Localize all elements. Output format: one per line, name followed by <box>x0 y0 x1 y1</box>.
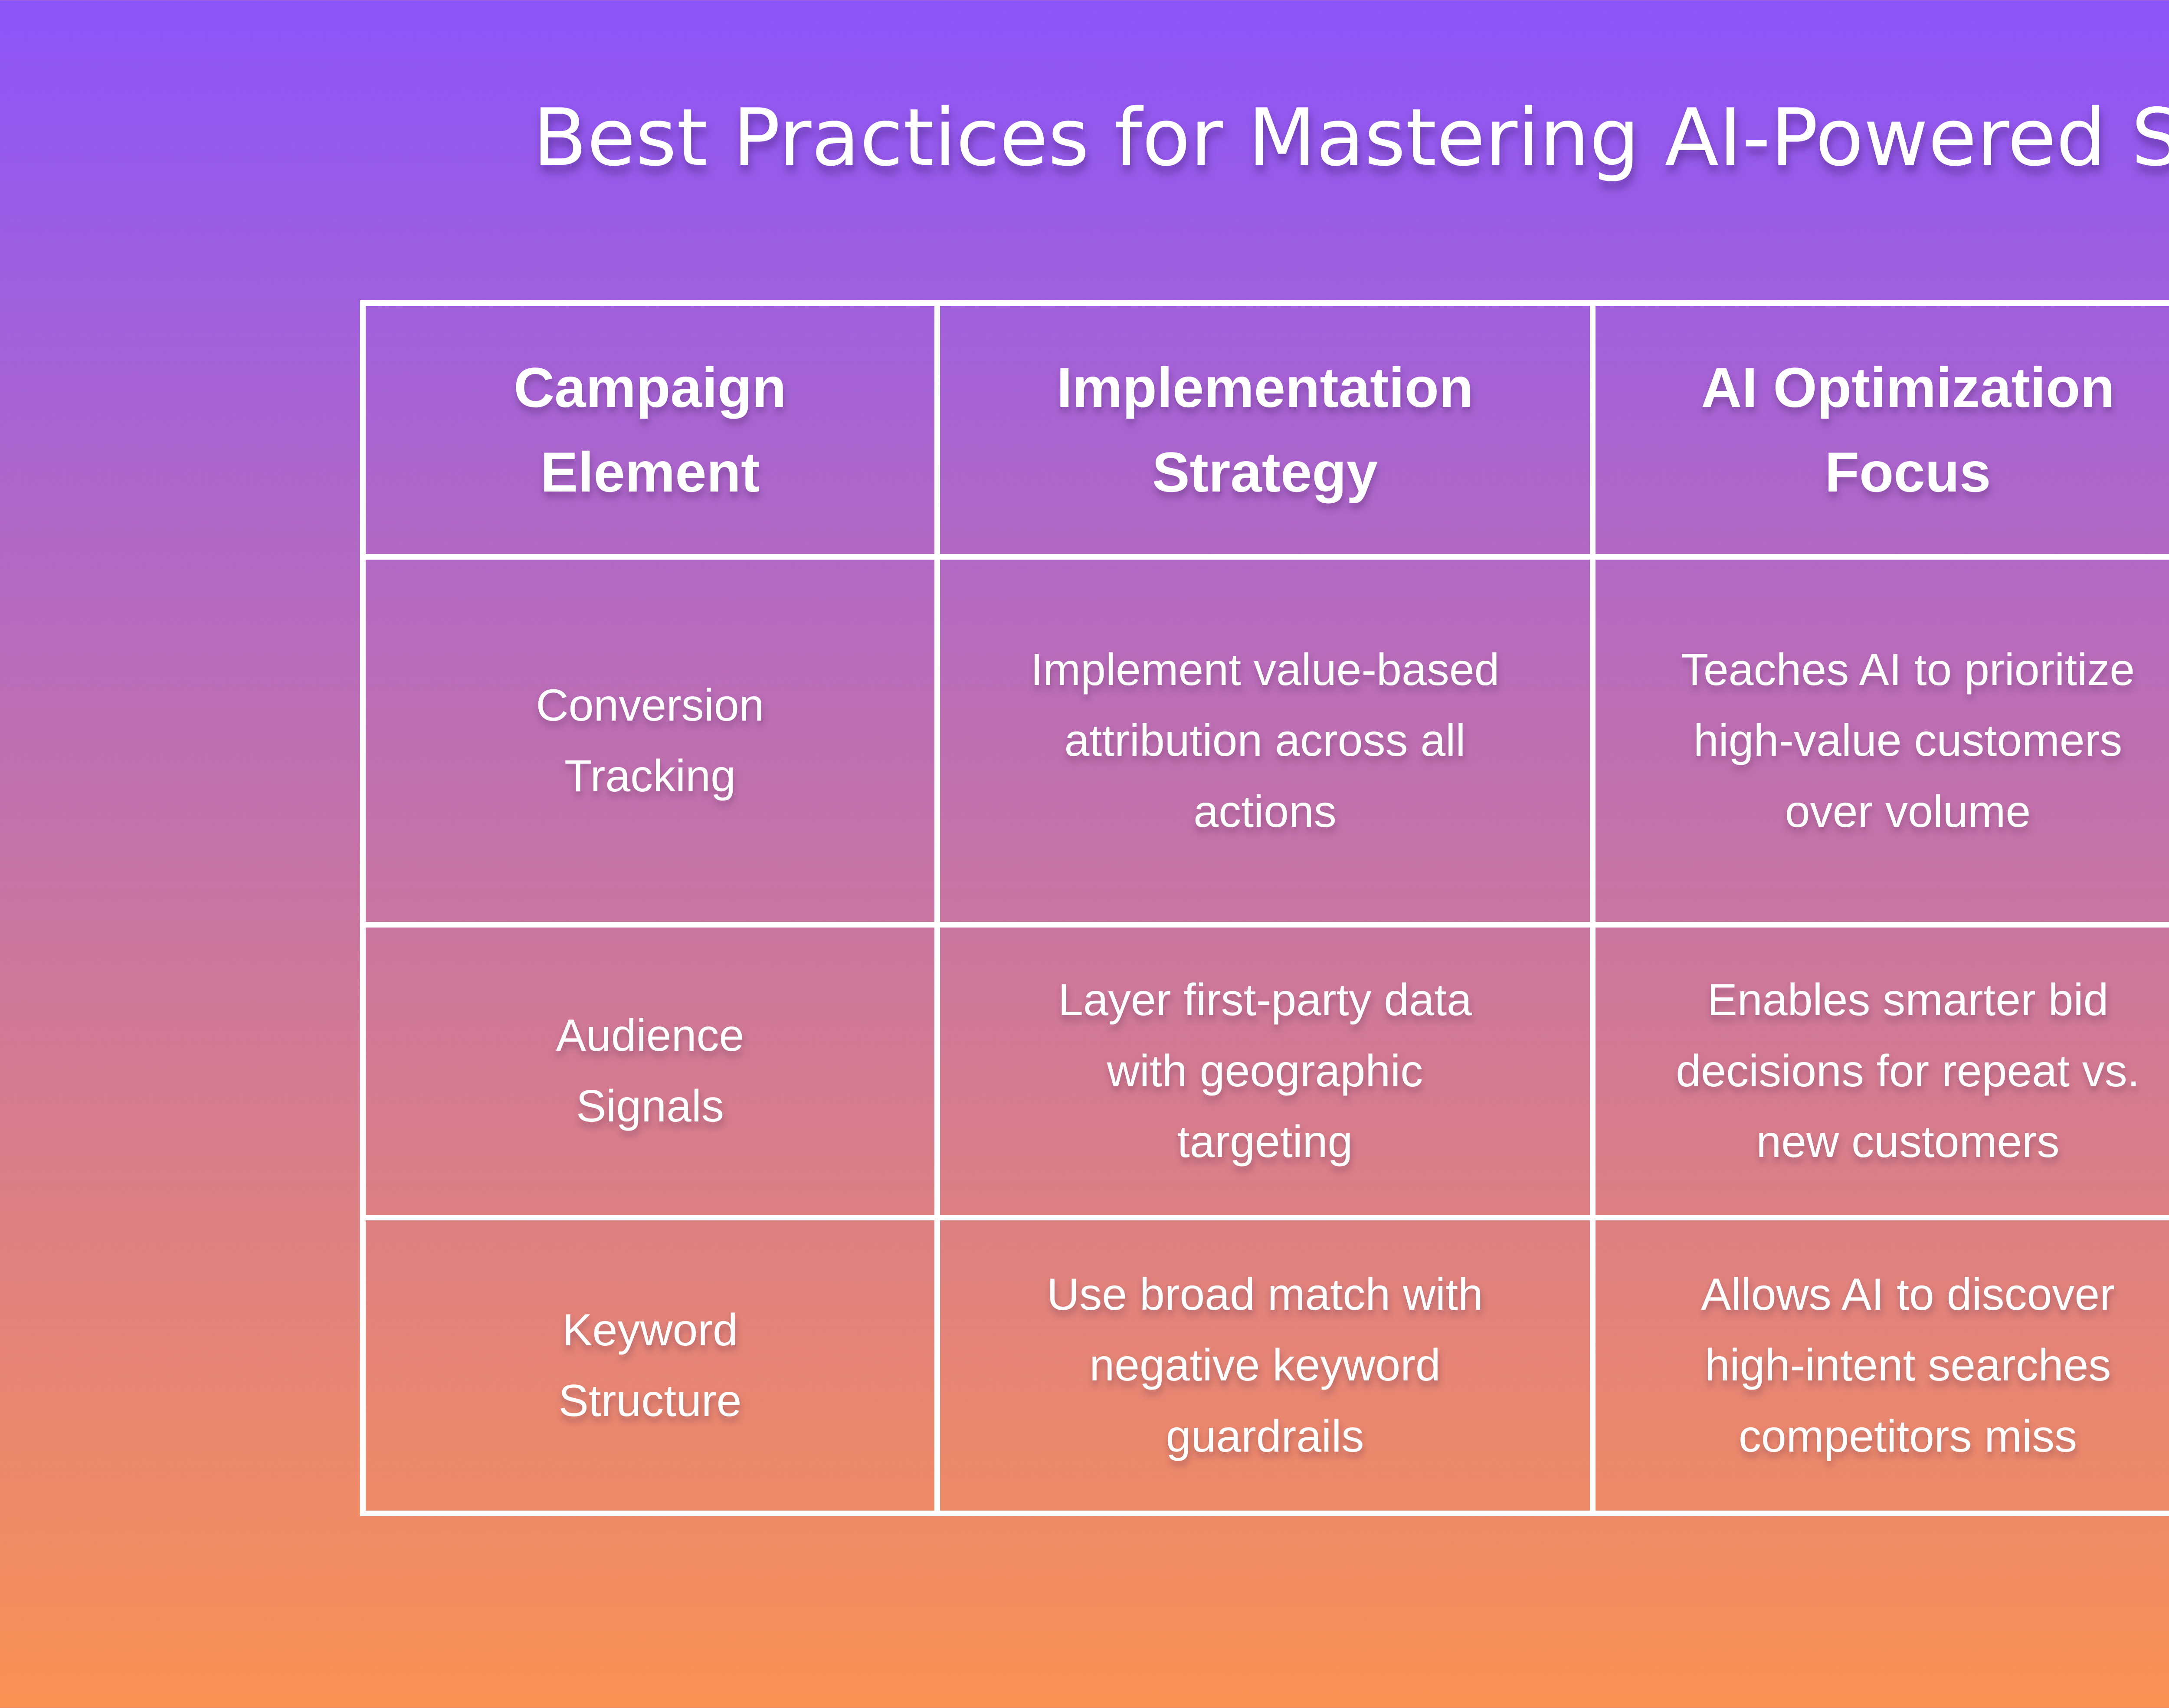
table-header-row: Campaign Element Implementation Strategy… <box>360 300 2169 560</box>
cell-row3-ai-optimization-focus: Allows AI to discover high-intent search… <box>1590 1215 2169 1517</box>
cell-row2-campaign-element: Audience Signals <box>360 922 940 1221</box>
column-header-campaign-element: Campaign Element <box>360 300 940 560</box>
column-header-ai-optimization-focus: AI Optimization Focus <box>1590 300 2169 560</box>
cell-row1-campaign-element: Conversion Tracking <box>360 554 940 928</box>
cell-row3-implementation-strategy: Use broad match with negative keyword gu… <box>934 1215 1596 1517</box>
table-row-keyword-structure: Keyword Structure Use broad match with n… <box>360 1215 2169 1517</box>
cell-row2-implementation-strategy: Layer first-party data with geographic t… <box>934 922 1596 1221</box>
page-title: Best Practices for Mastering AI-Powered … <box>533 92 2169 184</box>
best-practices-table: Campaign Element Implementation Strategy… <box>360 300 2169 1517</box>
table-row-audience-signals: Audience Signals Layer first-party data … <box>360 922 2169 1221</box>
table-row-conversion-tracking: Conversion Tracking Implement value-base… <box>360 554 2169 928</box>
slide-content: Best Practices for Mastering AI-Powered … <box>360 0 2169 1517</box>
cell-row2-ai-optimization-focus: Enables smarter bid decisions for repeat… <box>1590 922 2169 1221</box>
cell-row1-implementation-strategy: Implement value-based attribution across… <box>934 554 1596 928</box>
cell-row3-campaign-element: Keyword Structure <box>360 1215 940 1517</box>
cell-row1-ai-optimization-focus: Teaches AI to prioritize high-value cust… <box>1590 554 2169 928</box>
column-header-implementation-strategy: Implementation Strategy <box>934 300 1596 560</box>
